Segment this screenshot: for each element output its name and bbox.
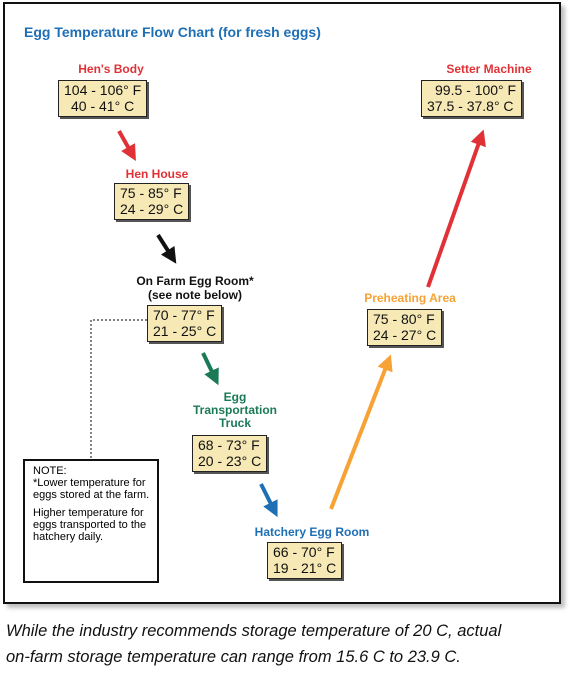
caption-line2: on-farm storage temperature can range fr… (6, 648, 461, 666)
note-text-lower: *Lower temperature for eggs stored at th… (33, 477, 150, 501)
egg-room-label-main: On Farm Egg Room* (136, 274, 254, 288)
hens-body-celsius: 40 - 41° C (71, 98, 135, 114)
hens-body-label: Hen's Body (78, 62, 144, 76)
note-heading: NOTE: (33, 465, 67, 477)
hens-body-temp-box: 104 - 106° F 40 - 41° C (58, 80, 148, 117)
truck-label: Egg Transportation Truck (180, 391, 290, 430)
hens-body-fahrenheit: 104 - 106° F (64, 82, 142, 98)
preheating-fahrenheit: 75 - 80° F (373, 311, 435, 327)
arrow-egg-room-to-truck (201, 352, 219, 386)
preheating-label: Preheating Area (364, 291, 456, 305)
truck-temp-box: 68 - 73° F 20 - 23° C (192, 435, 268, 472)
setter-temp-box: 99.5 - 100° F 37.5 - 37.8° C (421, 80, 523, 117)
note-text-higher: Higher temperature for eggs transported … (33, 507, 147, 543)
egg-room-temp-box: 70 - 77° F 21 - 25° C (147, 305, 223, 342)
diagram-title: Egg Temperature Flow Chart (for fresh eg… (24, 24, 321, 40)
egg-room-celsius: 21 - 25° C (153, 323, 217, 339)
arrow-hatchery-to-preheating (329, 354, 393, 510)
arrow-truck-to-hatchery (259, 483, 278, 518)
truck-fahrenheit: 68 - 73° F (198, 437, 260, 453)
truck-label-line1: Egg (223, 390, 247, 404)
note-connector-line (90, 319, 147, 461)
hen-house-fahrenheit: 75 - 85° F (120, 185, 182, 201)
egg-room-label: On Farm Egg Room* (see note below) (120, 274, 270, 302)
truck-label-line3: Truck (218, 416, 251, 430)
caption: While the industry recommends storage te… (6, 618, 571, 670)
truck-celsius: 20 - 23° C (198, 453, 262, 469)
setter-fahrenheit: 99.5 - 100° F (435, 82, 517, 98)
preheating-temp-box: 75 - 80° F 24 - 27° C (367, 309, 443, 346)
hatchery-fahrenheit: 66 - 70° F (273, 544, 335, 560)
note-box: NOTE: *Lower temperature for eggs stored… (23, 459, 159, 583)
truck-label-line2: Transportation (192, 403, 277, 417)
arrow-hens-body-to-hen-house (117, 130, 136, 161)
arrow-preheating-to-setter (426, 129, 486, 288)
hatchery-temp-box: 66 - 70° F 19 - 21° C (267, 542, 343, 579)
hen-house-temp-box: 75 - 85° F 24 - 29° C (114, 183, 190, 220)
arrow-hen-house-to-egg-room (156, 233, 177, 264)
caption-line1: While the industry recommends storage te… (6, 622, 502, 640)
hatchery-label: Hatchery Egg Room (254, 525, 370, 539)
hen-house-label: Hen House (125, 167, 189, 181)
hen-house-celsius: 24 - 29° C (120, 201, 184, 217)
egg-room-fahrenheit: 70 - 77° F (153, 307, 215, 323)
egg-room-label-sub: (see note below) (147, 288, 242, 302)
setter-celsius: 37.5 - 37.8° C (427, 98, 514, 114)
setter-label: Setter Machine (446, 62, 532, 76)
preheating-celsius: 24 - 27° C (373, 327, 437, 343)
hatchery-celsius: 19 - 21° C (273, 560, 337, 576)
